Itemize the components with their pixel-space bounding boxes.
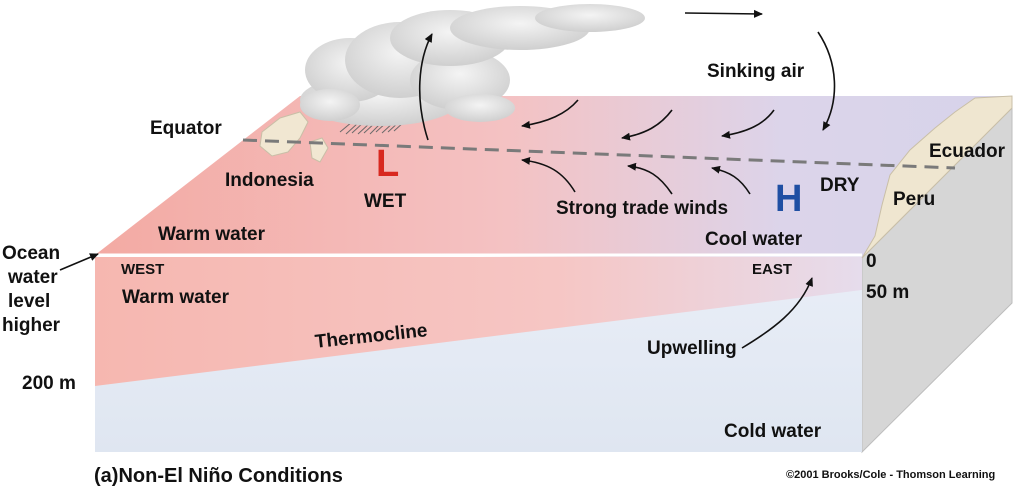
surface-wind-arrow-3 bbox=[721, 109, 775, 139]
trade-wind-arrow-1 bbox=[521, 156, 576, 193]
high-pressure-letter: H bbox=[775, 178, 803, 220]
ocean-level-arrow bbox=[59, 253, 99, 271]
low-pressure-letter: L bbox=[376, 143, 400, 185]
ocean-surface bbox=[95, 96, 1012, 258]
east-label: EAST bbox=[752, 261, 793, 278]
warm-water-layer bbox=[95, 257, 862, 386]
rising-air-arrow bbox=[418, 33, 433, 141]
surface-wind-arrow-2 bbox=[621, 109, 673, 141]
upwelling-arrow bbox=[741, 277, 813, 349]
ocean-level-line-3: level bbox=[8, 291, 51, 312]
south-america-land bbox=[861, 95, 1013, 259]
warm-water-surface-label: Warm water bbox=[158, 224, 265, 245]
sinking-air-label: Sinking air bbox=[707, 61, 805, 82]
peru-label: Peru bbox=[893, 189, 936, 210]
equator-line bbox=[242, 138, 956, 170]
indonesia-land bbox=[259, 111, 309, 157]
circulation-arrows bbox=[59, 9, 836, 349]
ecuador-label: Ecuador bbox=[929, 141, 1006, 162]
equator-label: Equator bbox=[150, 118, 222, 139]
depth-200m-label: 200 m bbox=[22, 373, 76, 394]
upwelling-label: Upwelling bbox=[647, 338, 737, 359]
wet-label: WET bbox=[364, 191, 407, 212]
ocean-level-line-2: water bbox=[8, 267, 58, 288]
west-label: WEST bbox=[121, 261, 165, 278]
sinking-air-arrow bbox=[817, 31, 836, 131]
cool-water-label: Cool water bbox=[705, 229, 803, 250]
figure-caption: (a)Non-El Niño Conditions bbox=[94, 465, 343, 487]
cold-water-label: Cold water bbox=[724, 421, 822, 442]
copyright-notice: ©2001 Brooks/Cole - Thomson Learning bbox=[786, 469, 996, 481]
warm-water-depth-label: Warm water bbox=[122, 287, 229, 308]
surface-wind-arrow-1 bbox=[521, 99, 579, 129]
dry-label: DRY bbox=[820, 175, 860, 196]
trade-wind-arrow-2 bbox=[627, 162, 673, 195]
strong-trade-winds-label: Strong trade winds bbox=[556, 198, 729, 219]
upper-air-arrow bbox=[684, 9, 763, 18]
trade-wind-arrow-3 bbox=[711, 165, 751, 195]
indonesia-label: Indonesia bbox=[225, 170, 314, 191]
depth-zero-label: 0 bbox=[866, 251, 877, 272]
ocean-level-line-4: higher bbox=[2, 315, 61, 336]
depth-50m-label: 50 m bbox=[866, 282, 910, 303]
ocean-level-line-1: Ocean bbox=[2, 243, 61, 264]
